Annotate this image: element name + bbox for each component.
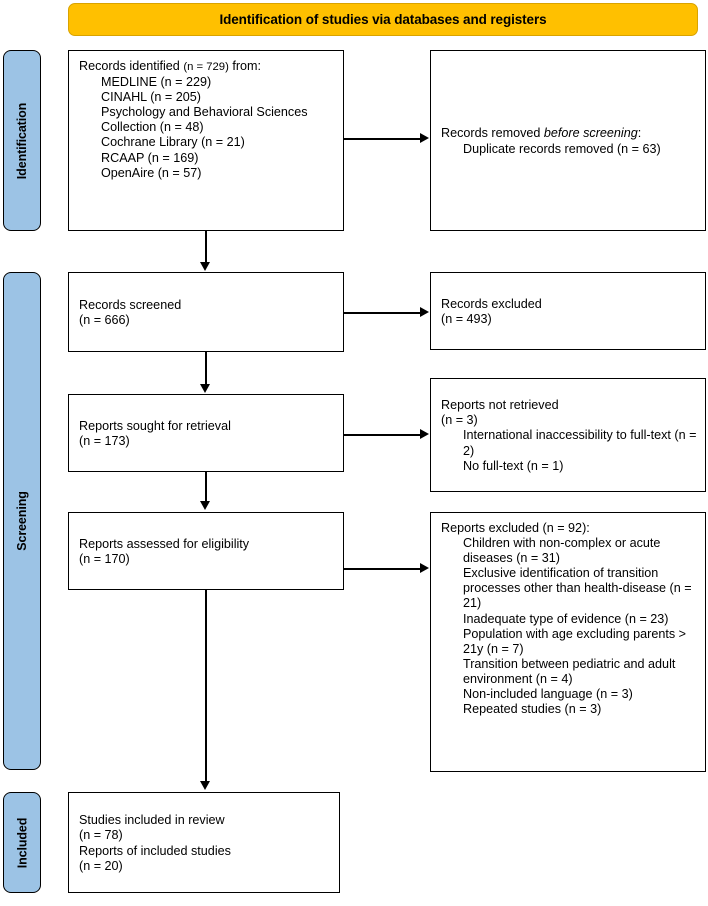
source-item: CINAHL (n = 205) (101, 90, 201, 105)
source-item: OpenAire (n = 57) (101, 165, 202, 180)
source-item: Psychology and Behavioral Sciences Colle… (101, 105, 308, 135)
connector-sought-to-not-retrieved (344, 434, 421, 436)
reports-assessed-count: (n = 170) (79, 552, 130, 566)
records-identified-suffix: from: (232, 59, 262, 73)
box-records-removed: Records removed before screening: Duplic… (430, 50, 706, 231)
phase-band-included: Included (3, 792, 41, 893)
arrowhead-screened-to-sought (200, 384, 210, 393)
records-identified-title-line: Records identified (n = 729) from: (79, 59, 335, 75)
arrowhead-identified-to-screened (200, 262, 210, 271)
arrowhead-assessed-to-included (200, 781, 210, 790)
connector-identified-to-removed (344, 138, 421, 140)
phase-label-included: Included (15, 817, 29, 868)
records-excluded-count: (n = 493) (441, 312, 492, 326)
records-removed-title-italic: before screening (543, 126, 638, 141)
studies-included-line2: Reports of included studies (79, 843, 231, 858)
studies-included-line1: Studies included in review (79, 813, 225, 828)
excluded-item: Transition between pediatric and adult e… (463, 656, 676, 686)
removed-item: Duplicate records removed (n = 63) (463, 141, 661, 156)
records-identified-title: Records identified (79, 59, 180, 73)
records-screened-title: Records screened (79, 297, 182, 312)
box-records-excluded: Records excluded (n = 493) (430, 272, 706, 350)
phase-band-screening: Screening (3, 272, 41, 770)
box-reports-excluded: Reports excluded (n = 92): Children with… (430, 512, 706, 772)
records-removed-title-post: : (637, 126, 642, 141)
source-item: Cochrane Library (n = 21) (101, 135, 245, 150)
reports-sought-count: (n = 173) (79, 434, 130, 448)
studies-included-count1: (n = 78) (79, 828, 123, 843)
excluded-item: Children with non-complex or acute disea… (463, 536, 661, 566)
not-retrieved-item: International inaccessibility to full-te… (463, 428, 697, 458)
arrowhead-identified-to-removed (420, 133, 429, 143)
excluded-item: Population with age excluding parents > … (463, 626, 686, 656)
excluded-item: Repeated studies (n = 3) (463, 702, 602, 717)
arrowhead-assessed-to-reports-excluded (420, 563, 429, 573)
arrowhead-sought-to-assessed (200, 501, 210, 510)
excluded-item: Inadequate type of evidence (n = 23) (463, 611, 669, 626)
connector-identified-to-screened (205, 231, 207, 263)
box-reports-sought: Reports sought for retrieval (n = 173) (68, 394, 344, 472)
connector-assessed-to-reports-excluded (344, 568, 421, 570)
records-excluded-title: Records excluded (441, 296, 542, 311)
reports-sought-title: Reports sought for retrieval (79, 418, 231, 433)
records-removed-title-line: Records removed before screening: (441, 126, 697, 141)
records-screened-count: (n = 666) (79, 313, 130, 327)
diagram-banner: Identification of studies via databases … (68, 3, 698, 36)
excluded-item: Exclusive identification of transition p… (463, 566, 692, 611)
connector-assessed-to-included (205, 590, 207, 781)
records-identified-count: (n = 729) (183, 61, 229, 73)
box-studies-included: Studies included in review (n = 78) Repo… (68, 792, 340, 893)
source-item: RCAAP (n = 169) (101, 150, 199, 165)
box-records-screened: Records screened (n = 666) (68, 272, 344, 352)
connector-screened-to-sought (205, 352, 207, 384)
banner-title: Identification of studies via databases … (219, 12, 547, 27)
phase-band-identification: Identification (3, 50, 41, 231)
reports-assessed-title: Reports assessed for eligibility (79, 536, 250, 551)
phase-label-screening: Screening (15, 491, 30, 551)
records-removed-title-pre: Records removed (441, 126, 544, 141)
box-reports-not-retrieved: Reports not retrieved (n = 3) Internatio… (430, 378, 706, 492)
reports-excluded-title: Reports excluded (n = 92): (441, 521, 590, 535)
arrowhead-screened-to-excluded (420, 307, 429, 317)
box-records-identified: Records identified (n = 729) from: MEDLI… (68, 50, 344, 231)
studies-included-count2: (n = 20) (79, 858, 123, 873)
connector-sought-to-assessed (205, 472, 207, 501)
source-item: MEDLINE (n = 229) (101, 75, 212, 90)
excluded-item: Non-included language (n = 3) (463, 687, 633, 702)
not-retrieved-item: No full-text (n = 1) (463, 458, 564, 473)
reports-not-retrieved-count: (n = 3) (441, 413, 478, 428)
reports-not-retrieved-title: Reports not retrieved (441, 398, 559, 413)
connector-screened-to-excluded (344, 312, 421, 314)
box-reports-assessed: Reports assessed for eligibility (n = 17… (68, 512, 344, 590)
phase-label-identification: Identification (15, 102, 30, 179)
arrowhead-sought-to-not-retrieved (420, 429, 429, 439)
